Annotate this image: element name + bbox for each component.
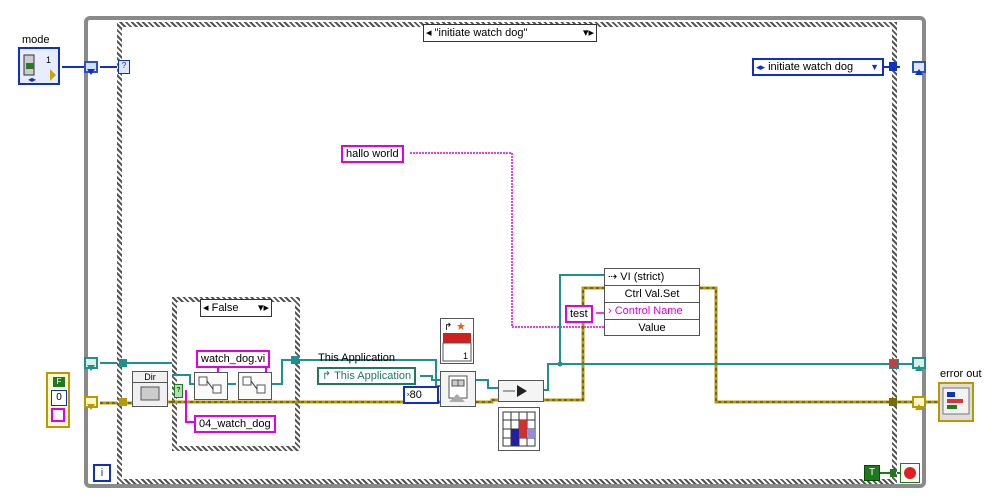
code-numeric: 0 xyxy=(51,390,67,406)
hex-format-icon: ˣ xyxy=(407,391,410,400)
property-arrow-icon: ↱ xyxy=(322,370,332,382)
ref-wire-2 xyxy=(420,375,440,381)
front-panel-grid-icon xyxy=(502,411,536,447)
while-loop-frame xyxy=(84,16,926,488)
inner-decrement-icon[interactable]: ◂ xyxy=(203,302,209,314)
error-wire-3-dash xyxy=(700,287,892,403)
hallo-world-constant[interactable]: hallo world xyxy=(341,145,404,163)
new-vi-icon: ↱ ★ 1 xyxy=(442,321,472,362)
watch-dog-vi-constant[interactable]: watch_dog.vi xyxy=(196,350,271,368)
value-terminal[interactable]: Value xyxy=(638,322,666,334)
this-application-text: This Application xyxy=(334,370,412,382)
watch-dog-04-constant[interactable]: 04_watch_dog xyxy=(194,415,276,433)
inner-case-selector[interactable]: ◂ False ▾▸ xyxy=(200,299,272,317)
error-case-tunnel xyxy=(119,398,127,406)
enum-arrows-icon: ◂▸ xyxy=(756,62,766,72)
ref-shift-register-right xyxy=(912,357,926,371)
vi-ref-icon: ⇢ xyxy=(608,271,618,283)
enum-text: initiate watch dog xyxy=(768,61,854,73)
svg-text:★: ★ xyxy=(456,321,466,333)
ctrl-val-set: Ctrl Val.Set xyxy=(605,286,699,303)
mode-value: 1 xyxy=(46,55,51,65)
case-selector[interactable]: ◂ "initiate watch dog" ▾▸ xyxy=(423,24,597,42)
error-out-label: error out xyxy=(940,368,982,380)
iteration-terminal: i xyxy=(93,464,111,482)
front-panel-constant[interactable] xyxy=(498,407,540,451)
array-index: 1 xyxy=(463,351,468,361)
enum-out-tunnel xyxy=(889,62,897,71)
control-name-text: Control Name xyxy=(614,305,683,317)
stop-condition-terminal[interactable] xyxy=(900,463,920,483)
ref-case-tunnel xyxy=(119,359,127,367)
mode-label: mode xyxy=(22,34,50,46)
error-shift-register-right xyxy=(912,396,926,410)
decrement-arrow-icon[interactable]: ◂ xyxy=(426,27,432,39)
open-vi-reference-node[interactable] xyxy=(440,371,476,407)
test-constant[interactable]: test xyxy=(565,305,593,323)
source-string xyxy=(51,408,65,422)
mode-control[interactable]: 1 ◂▸ xyxy=(18,47,60,85)
folder-icon xyxy=(140,386,160,401)
ref-out-tunnel xyxy=(889,359,899,369)
vi-strict-label: VI (strict) xyxy=(620,271,665,283)
error-wire-2-dash xyxy=(476,287,604,403)
build-path-icon-2 xyxy=(242,376,266,394)
string-wire xyxy=(410,152,604,328)
error-out-indicator[interactable] xyxy=(938,382,974,422)
run-vi-icon xyxy=(503,385,527,397)
ref-wire-5 xyxy=(559,274,604,364)
vi-strict-header: ⇢ VI (strict) xyxy=(605,269,699,286)
mode-tunnel xyxy=(84,61,98,75)
x80-constant[interactable]: ˣ80 xyxy=(403,386,439,404)
status-boolean: F xyxy=(53,377,65,387)
error-out-tunnel xyxy=(889,398,897,406)
inner-out-tunnel xyxy=(291,356,299,364)
ref-shift-register-left xyxy=(84,357,98,371)
build-path-icon xyxy=(198,376,222,394)
inner-case-label: False xyxy=(211,302,239,314)
case-selector-label: "initiate watch dog" xyxy=(434,27,528,39)
run-vi-node[interactable] xyxy=(498,380,544,402)
error-cluster-icon xyxy=(942,387,970,415)
stop-icon xyxy=(904,467,916,479)
inner-dog-wire xyxy=(185,390,194,423)
inner-ref-wire xyxy=(172,374,196,385)
svg-text:◂▸: ◂▸ xyxy=(28,75,36,83)
mode-enum-icon: 1 ◂▸ xyxy=(23,54,56,84)
initiate-watch-dog-enum[interactable]: ◂▸ initiate watch dog ▼ xyxy=(752,58,884,76)
mode-case-tunnel: ? xyxy=(118,60,130,74)
ref-wire-3 xyxy=(476,379,500,389)
true-constant[interactable]: T xyxy=(864,465,880,481)
mode-shift-register-right xyxy=(912,61,926,75)
build-path-node[interactable] xyxy=(194,372,228,400)
x80-value: 80 xyxy=(409,389,422,401)
dir-node[interactable]: Dir xyxy=(132,371,168,407)
dir-label: Dir xyxy=(133,372,167,383)
vi-property-node[interactable]: ⇢ VI (strict) Ctrl Val.Set › Control Nam… xyxy=(604,268,700,336)
vi-template-constant[interactable]: ↱ ★ 1 xyxy=(440,318,474,364)
build-path-node-2[interactable] xyxy=(238,372,272,400)
this-application-label: This Application xyxy=(318,352,396,364)
inner-case-tunnel: ? xyxy=(174,384,183,398)
ref-wire-4 xyxy=(544,363,892,391)
control-name-terminal[interactable]: › Control Name xyxy=(605,303,699,320)
svg-text:↱: ↱ xyxy=(444,322,452,333)
condition-tunnel xyxy=(890,469,896,477)
enum-dropdown-icon[interactable]: ▼ xyxy=(870,62,879,72)
terminal-arrow-icon: › xyxy=(608,305,612,317)
inner-increment-icon[interactable]: ▾▸ xyxy=(257,302,269,314)
open-vi-ref-icon xyxy=(448,375,468,402)
this-application-node[interactable]: ↱ This Application xyxy=(317,367,417,385)
wire-junction xyxy=(557,361,563,367)
increment-arrow-icon[interactable]: ▾▸ xyxy=(582,27,594,39)
error-shift-register-left xyxy=(84,396,98,410)
error-cluster-constant[interactable]: F 0 xyxy=(46,372,70,428)
